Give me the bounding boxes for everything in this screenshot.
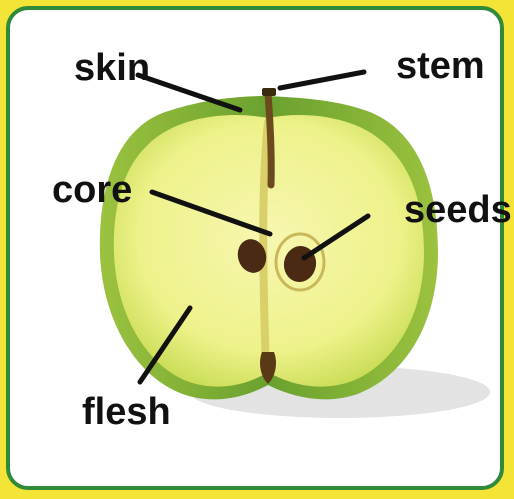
stem-top: [262, 88, 276, 96]
label-seeds: seeds: [404, 189, 512, 231]
skin-pointer: [138, 75, 240, 110]
label-core: core: [52, 169, 132, 211]
label-flesh: flesh: [82, 391, 171, 433]
stem-pointer: [280, 72, 364, 88]
label-stem: stem: [396, 45, 485, 87]
apple-stem: [268, 94, 271, 185]
label-skin: skin: [74, 47, 150, 89]
